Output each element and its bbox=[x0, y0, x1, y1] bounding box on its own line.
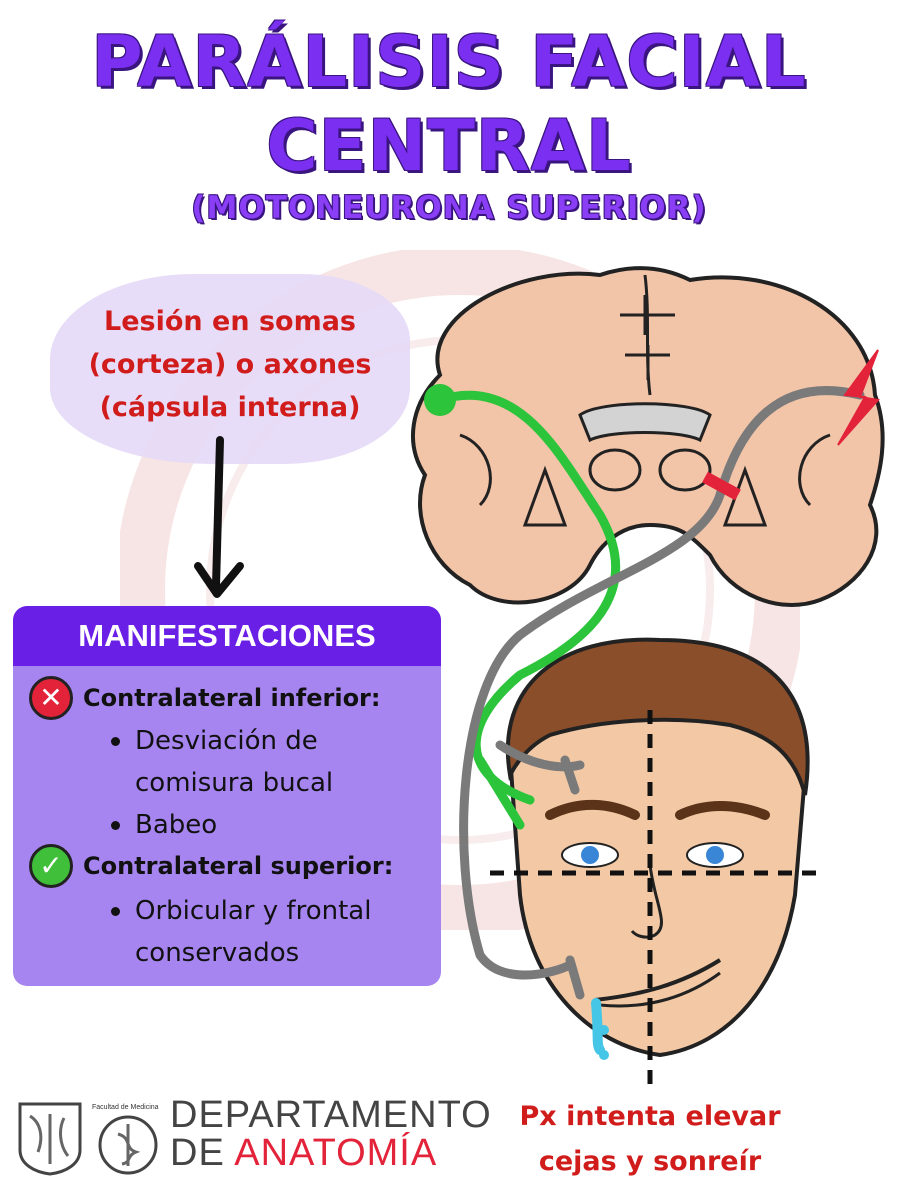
unam-logo bbox=[18, 1102, 82, 1176]
inferior-label: Contralateral inferior: bbox=[83, 684, 381, 712]
green-check-icon: ✓ bbox=[29, 844, 73, 888]
lesion-line3: (cápsula interna) bbox=[99, 392, 361, 423]
gray-tract bbox=[459, 386, 865, 980]
lesion-highlight bbox=[50, 274, 410, 464]
list-item: Desviación de bbox=[109, 720, 333, 762]
facultad-label: Facultad de Medicina bbox=[92, 1104, 159, 1111]
facultad-medicina-logo bbox=[98, 1115, 158, 1175]
page-title-line1: PARÁLISIS FACIAL bbox=[91, 21, 807, 103]
caption-line2: cejas y sonreír bbox=[538, 1146, 762, 1177]
green-tract bbox=[435, 390, 621, 805]
caption: Px intenta elevar cejas y sonreír bbox=[500, 1094, 800, 1184]
manifestaciones-header: MANIFESTACIONES bbox=[13, 606, 441, 666]
lesion-line2: (corteza) o axones bbox=[88, 349, 372, 380]
brain-face-illustration bbox=[411, 266, 885, 1090]
brain-coronal-section bbox=[411, 266, 885, 607]
list-item-continued: comisura bucal bbox=[135, 768, 334, 798]
inferior-section: ✕ Contralateral inferior: bbox=[29, 676, 381, 720]
list-item: Babeo bbox=[109, 804, 333, 846]
lesion-line1: Lesión en somas bbox=[104, 306, 356, 337]
dept-line2-name: ANATOMÍA bbox=[234, 1132, 438, 1174]
red-x-icon: ✕ bbox=[29, 676, 73, 720]
superior-list: Orbicular y frontal conservados bbox=[109, 890, 371, 974]
inferior-list: Desviación de comisura bucal Babeo bbox=[109, 720, 333, 846]
superior-label: Contralateral superior: bbox=[83, 852, 394, 880]
page-title-line2: CENTRAL bbox=[266, 105, 632, 187]
dept-line2: DE ANATOMÍA bbox=[170, 1134, 437, 1172]
lesion-mark bbox=[702, 471, 741, 501]
lesion-text: Lesión en somas (corteza) o axones (cáps… bbox=[60, 300, 400, 429]
manifestaciones-card: MANIFESTACIONES ✕ Contralateral inferior… bbox=[13, 606, 441, 986]
superior-section: ✓ Contralateral superior: bbox=[29, 844, 393, 888]
list-item: Orbicular y frontal bbox=[109, 890, 371, 932]
page-subtitle: (MOTONEURONA SUPERIOR) bbox=[191, 190, 707, 226]
down-arrow-icon bbox=[194, 436, 244, 598]
lightning-icon bbox=[837, 349, 880, 446]
list-item-continued: conservados bbox=[135, 938, 300, 968]
face bbox=[490, 637, 820, 1090]
caption-line1: Px intenta elevar bbox=[519, 1101, 781, 1132]
dept-line2-prefix: DE bbox=[170, 1132, 235, 1174]
dept-line1: DEPARTAMENTO bbox=[170, 1094, 492, 1136]
